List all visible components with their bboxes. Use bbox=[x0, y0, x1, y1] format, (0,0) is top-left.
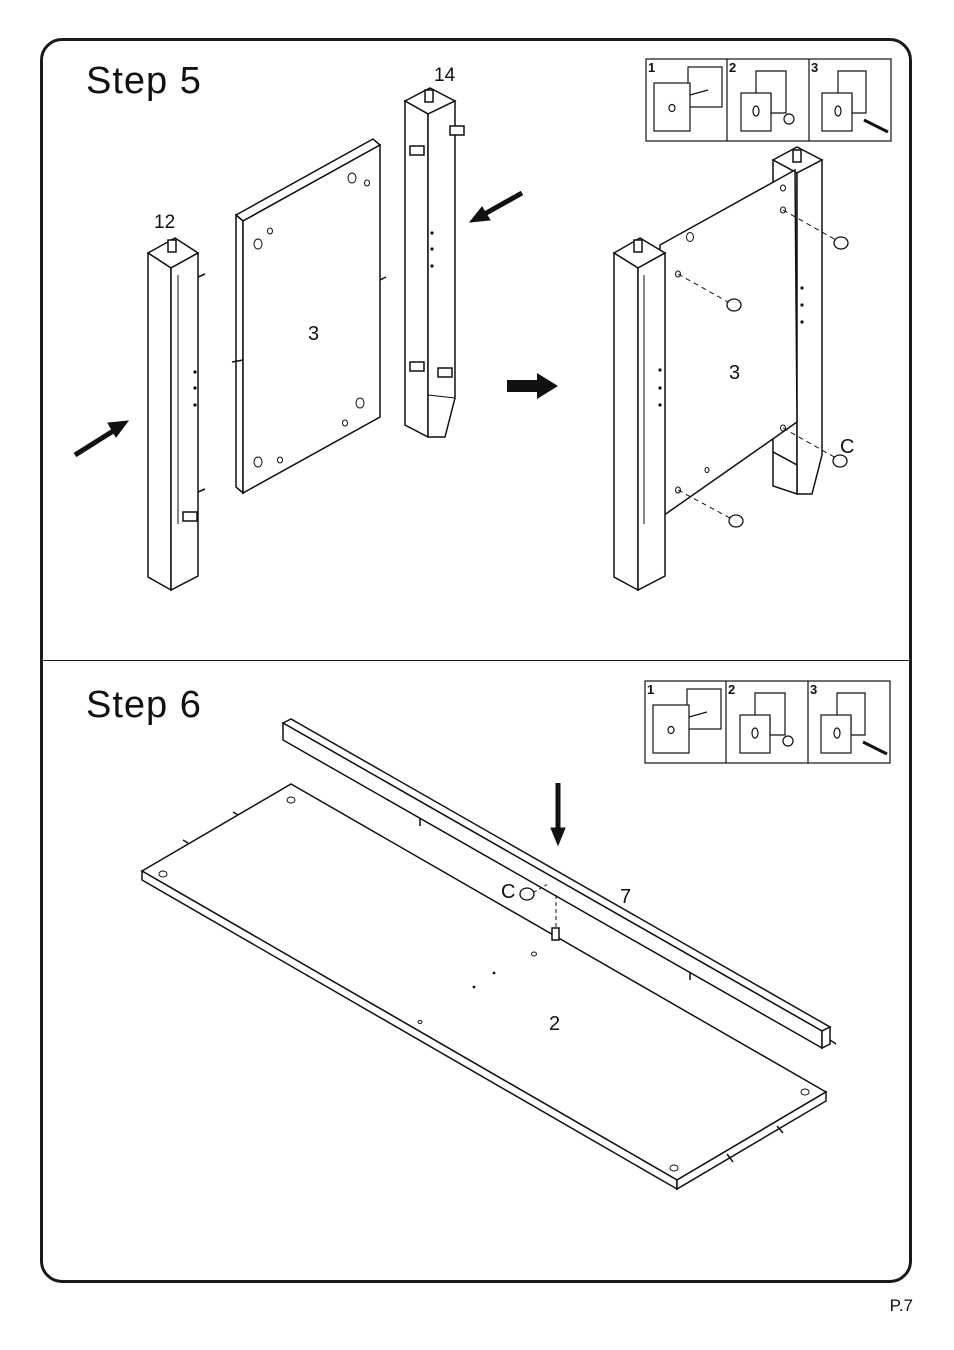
part-label-c-step5: C bbox=[840, 436, 854, 458]
leg-12-drawing bbox=[148, 238, 205, 590]
leg-14-drawing bbox=[405, 88, 464, 437]
detail-step6-num-2: 2 bbox=[728, 682, 735, 697]
detail-step6-num-1: 1 bbox=[647, 682, 654, 697]
insert-arrow-right bbox=[470, 193, 522, 222]
part-label-2: 2 bbox=[549, 1013, 560, 1035]
insert-arrow-left bbox=[75, 421, 128, 455]
part-label-12: 12 bbox=[154, 212, 175, 233]
panel-3-drawing bbox=[232, 139, 386, 493]
detail-step6-num-3: 3 bbox=[810, 682, 817, 697]
detail-step5-num-3: 3 bbox=[811, 60, 818, 75]
part-label-3: 3 bbox=[308, 323, 319, 345]
cam-lock-detail-step6 bbox=[645, 681, 890, 763]
down-arrow bbox=[551, 783, 565, 845]
part-label-14: 14 bbox=[434, 65, 456, 86]
detail-step5-num-1: 1 bbox=[648, 60, 655, 75]
detail-step5-num-2: 2 bbox=[729, 60, 736, 75]
cam-lock-detail-step5 bbox=[646, 59, 891, 141]
part-label-3-assembled: 3 bbox=[729, 362, 740, 384]
part-label-c-step6: C bbox=[501, 881, 515, 903]
page-number: P.7 bbox=[890, 1296, 913, 1316]
result-arrow bbox=[507, 373, 558, 399]
part-label-7: 7 bbox=[620, 886, 631, 908]
